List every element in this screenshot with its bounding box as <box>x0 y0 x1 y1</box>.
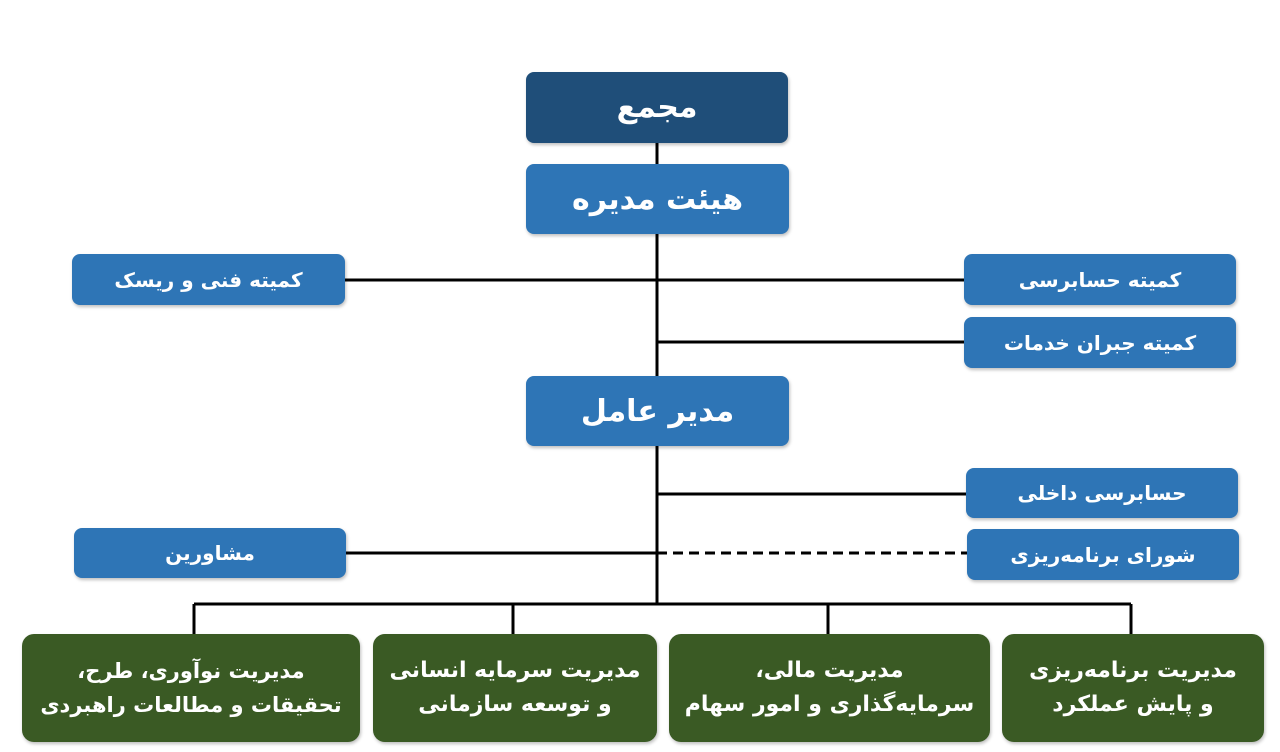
dept-hr-box: مدیریت سرمایه انسانی و توسعه سازمانی <box>373 634 657 742</box>
advisors-label: مشاورین <box>165 541 255 565</box>
audit-committee-box: کمیته حسابرسی <box>964 254 1236 305</box>
dept-finance-box: مدیریت مالی، سرمایه‌گذاری و امور سهام <box>669 634 990 742</box>
compensation-committee-box: کمیته جبران خدمات <box>964 317 1236 368</box>
dept-finance-line1: مدیریت مالی، <box>755 658 904 683</box>
assembly-box: مجمع <box>526 72 788 143</box>
dept-planning-box: مدیریت برنامه‌ریزی و پایش عملکرد <box>1002 634 1264 742</box>
dept-innovation-line2: تحقیقات و مطالعات راهبردی <box>40 693 342 717</box>
dept-innovation-line1: مدیریت نوآوری، طرح، <box>77 659 305 683</box>
board-label: هیئت مدیره <box>571 181 744 217</box>
assembly-label: مجمع <box>616 90 698 125</box>
dept-finance-line2: سرمایه‌گذاری و امور سهام <box>684 692 975 717</box>
internal-audit-box: حسابرسی داخلی <box>966 468 1238 518</box>
ceo-box: مدیر عامل <box>526 376 789 446</box>
board-box: هیئت مدیره <box>526 164 789 234</box>
dept-hr-line1: مدیریت سرمایه انسانی <box>389 658 641 683</box>
ceo-label: مدیر عامل <box>580 393 735 429</box>
dept-innovation-box: مدیریت نوآوری، طرح، تحقیقات و مطالعات راه… <box>22 634 360 742</box>
dept-planning-line1: مدیریت برنامه‌ریزی <box>1029 658 1237 683</box>
planning-council-label: شورای برنامه‌ریزی <box>1010 542 1196 567</box>
internal-audit-label: حسابرسی داخلی <box>1017 481 1187 505</box>
audit-committee-label: کمیته حسابرسی <box>1018 267 1182 292</box>
planning-council-box: شورای برنامه‌ریزی <box>967 529 1239 580</box>
advisors-box: مشاورین <box>74 528 346 578</box>
tech-risk-committee-box: کمیته فنی و ریسک <box>72 254 345 305</box>
dept-hr-line2: و توسعه سازمانی <box>418 692 612 717</box>
tech-risk-committee-label: کمیته فنی و ریسک <box>114 267 303 292</box>
compensation-committee-label: کمیته جبران خدمات <box>1003 330 1197 355</box>
dept-planning-line2: و پایش عملکرد <box>1052 692 1214 717</box>
